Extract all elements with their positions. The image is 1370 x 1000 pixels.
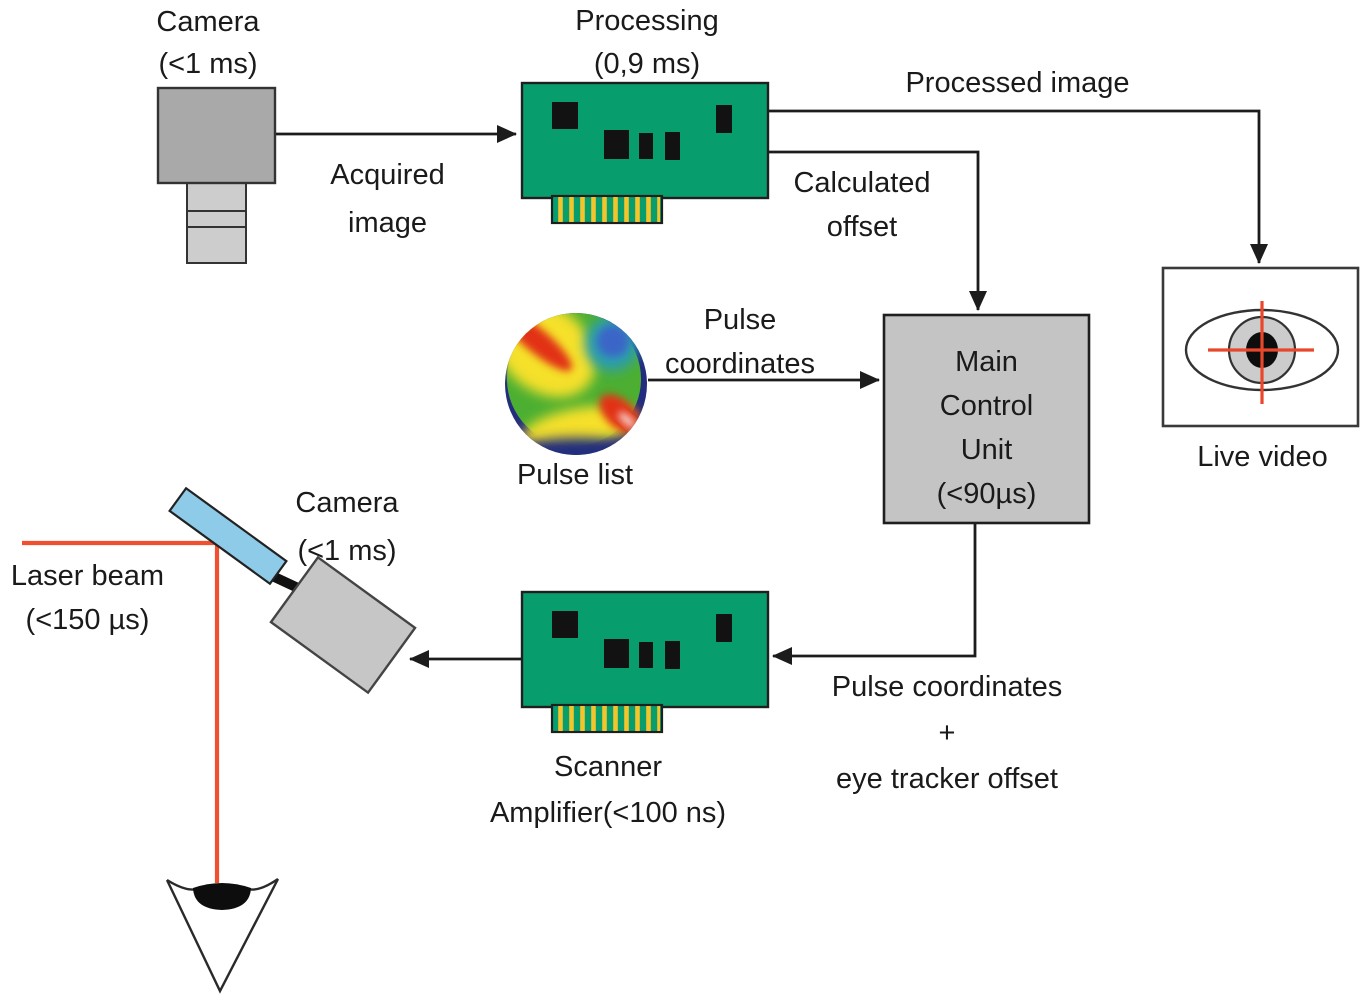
camera-top-icon — [156, 86, 277, 264]
pulse-list-map-icon — [505, 313, 647, 455]
pulse-plus-offset-label: Pulse coordinates + eye tracker offset — [831, 671, 1063, 795]
acquired-image-label: Acquired image — [330, 159, 445, 239]
processed-image-label: Processed image — [905, 67, 1130, 99]
scanner-amplifier-board-icon — [520, 590, 770, 734]
processing-latency: (0,9 ms) — [593, 48, 701, 80]
scanner-camera-assembly — [168, 486, 417, 695]
camera-bottom-icon — [269, 555, 417, 695]
live-video-box — [1161, 266, 1360, 428]
camera-top-title: Camera — [156, 6, 260, 38]
laser-beam-label: Laser beam (<150 µs) — [5, 554, 170, 642]
camera-bottom-latency: (<1 ms) — [297, 535, 397, 567]
processing-board-icon — [520, 81, 770, 225]
arrow-pulse-plus-offset — [772, 523, 977, 665]
pulse-coordinates-label: Pulse coordinates — [665, 304, 815, 380]
calculated-offset-label: Calculated offset — [793, 167, 931, 243]
pulse-list-label: Pulse list — [516, 459, 634, 491]
scanner-mirror-icon — [168, 486, 288, 586]
camera-top-label: Camera (<1 ms) — [128, 1, 288, 85]
eye-lens — [193, 883, 251, 910]
main-control-unit-label: Main Control Unit (<90µs) — [886, 340, 1087, 516]
live-video-label: Live video — [1197, 441, 1328, 473]
camera-top-latency: (<1 ms) — [158, 48, 258, 80]
arrow-calculated-offset — [768, 150, 987, 311]
processing-label: Processing (0,9 ms) — [547, 0, 747, 86]
scanner-amplifier-label: Scanner Amplifier(<100 ns) — [458, 744, 758, 836]
camera-bottom-label: Camera (<1 ms) — [267, 479, 427, 575]
laser-beam-latency: (<150 µs) — [25, 604, 150, 636]
processing-title: Processing — [575, 5, 719, 37]
main-control-unit-latency: (<90µs) — [936, 478, 1037, 510]
scanner-amplifier-latency: Amplifier(<100 ns) — [489, 797, 727, 829]
tracking-crosshair-icon — [1208, 301, 1314, 404]
main-control-unit-box — [882, 313, 1091, 525]
patient-eye-icon — [165, 878, 280, 994]
arrow-processed-image — [768, 109, 1268, 264]
